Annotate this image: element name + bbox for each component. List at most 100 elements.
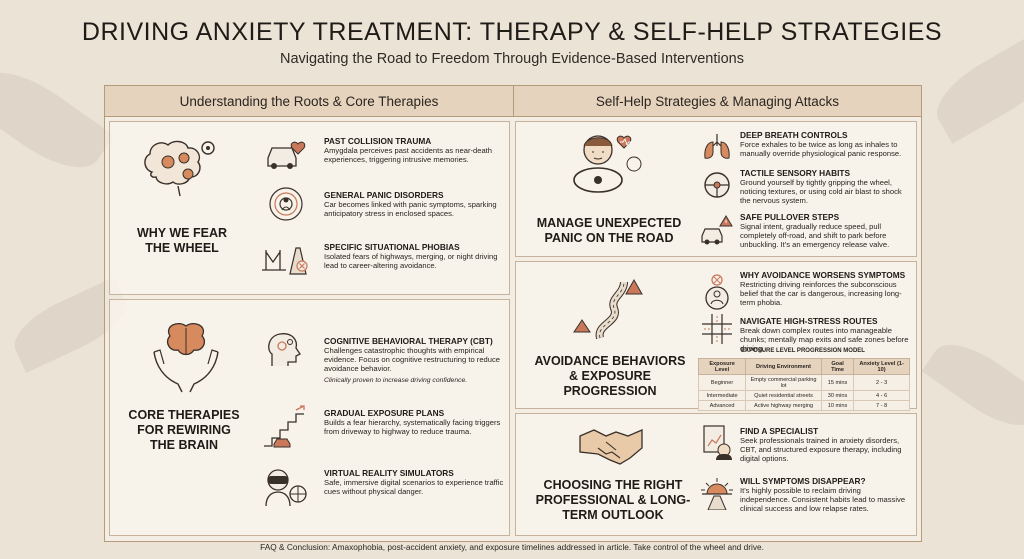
panic-label: MANAGE UNEXPECTED PANIC ON THE ROAD [536, 216, 682, 245]
table-header: Exposure Level [697, 358, 747, 375]
core-item: VIRTUAL REALITY SIMULATORS Safe, immersi… [324, 468, 504, 496]
item-desc: Restricting driving reinforces the subco… [740, 280, 902, 308]
table-cell: Empty commercial parking lot [745, 374, 822, 391]
panic-item: SAFE PULLOVER STEPS Signal intent, gradu… [740, 212, 912, 250]
item-desc: Builds a fear hierarchy, systematically … [324, 418, 501, 437]
specialist-item: FIND A SPECIALIST Seek professionals tra… [740, 426, 912, 464]
page-title: DRIVING ANXIETY TREATMENT: THERAPY & SEL… [81, 18, 943, 46]
item-title: NAVIGATE HIGH-STRESS ROUTES [740, 316, 878, 326]
driver-icon [573, 135, 642, 193]
pullover-car-icon [701, 215, 733, 245]
core-label: CORE THERAPIES FOR REWIRING THE BRAIN [128, 408, 240, 452]
item-desc: Break down complex routes into manageabl… [740, 326, 909, 354]
avoidance-panel: AVOIDANCE BEHAVIORS & EXPOSURE PROGRESSI… [515, 261, 917, 411]
why-label: WHY WE FEAR THE WHEEL [136, 226, 228, 255]
footer-text: FAQ & Conclusion: Amaxophobia, post-acci… [260, 542, 764, 552]
leaf-shadow [921, 330, 1024, 440]
winding-road-icon [573, 278, 643, 340]
core-item: GRADUAL EXPOSURE PLANS Builds a fear hie… [324, 408, 504, 436]
core-item: COGNITIVE BEHAVIORAL THERAPY (CBT) Chall… [324, 336, 504, 385]
sunrise-road-icon [701, 478, 733, 510]
item-title: WILL SYMPTOMS DISAPPEAR? [740, 476, 866, 486]
leaf-shadow [0, 55, 115, 185]
why-item: PAST COLLISION TRAUMA Amygdala perceives… [324, 136, 502, 164]
table-cell: 7 - 8 [853, 400, 910, 411]
page-subtitle: Navigating the Road to Freedom Through E… [279, 51, 744, 67]
steering-wheel-icon [704, 172, 730, 198]
item-title: GENERAL PANIC DISORDERS [324, 190, 444, 200]
item-desc: Seek professionals trained in anxiety di… [740, 436, 902, 464]
item-desc: It's highly possible to reclaim driving … [740, 486, 906, 514]
table-cell: 4 - 6 [853, 390, 910, 401]
item-desc: Amygdala perceives past accidents as nea… [324, 146, 493, 165]
specialist-label: CHOOSING THE RIGHT PROFESSIONAL & LONG-T… [535, 478, 691, 522]
specialist-panel: CHOOSING THE RIGHT PROFESSIONAL & LONG-T… [515, 413, 917, 536]
table-cell: 10 mins [820, 400, 855, 411]
stairs-car-icon [264, 405, 305, 448]
panic-panel: MANAGE UNEXPECTED PANIC ON THE ROAD DEEP… [515, 121, 917, 257]
item-title: DEEP BREATH CONTROLS [740, 130, 848, 140]
handshake-icon [579, 429, 643, 465]
leaf-shadow [924, 31, 1024, 144]
exposure-table: Exposure Level Driving Environment Goal … [697, 358, 910, 411]
intersection-icon [702, 314, 732, 344]
item-title: GRADUAL EXPOSURE PLANS [324, 408, 445, 418]
table-row: Intermediate Quiet residential streets 3… [697, 390, 910, 401]
item-title: VIRTUAL REALITY SIMULATORS [324, 468, 454, 478]
table-cell: 2 - 3 [853, 374, 910, 391]
left-column-heading: Understanding the Roots & Core Therapies [105, 86, 514, 117]
exposure-table-title: EXPOSURE LEVEL PROGRESSION MODEL [741, 348, 865, 354]
table-cell: Quiet residential streets [745, 390, 822, 401]
table-header-row: Exposure Level Driving Environment Goal … [697, 358, 910, 375]
item-desc: Force exhales to be twice as long as inh… [740, 140, 902, 159]
table-header: Anxiety Level (1-10) [853, 358, 910, 375]
right-column-heading: Self-Help Strategies & Managing Attacks [514, 86, 921, 117]
why-item: GENERAL PANIC DISORDERS Car becomes link… [324, 190, 502, 218]
right-column-heading-text: Self-Help Strategies & Managing Attacks [595, 93, 840, 109]
table-header: Goal Time [820, 358, 855, 375]
car-crash-icon [267, 141, 306, 169]
item-desc: Car becomes linked with panic symptoms, … [324, 200, 497, 219]
hands-brain-icon [153, 322, 219, 393]
item-note: Clinically proven to increase driving co… [324, 376, 468, 384]
table-cell: Beginner [697, 374, 747, 391]
vr-headset-icon [265, 469, 307, 507]
avoidance-label: AVOIDANCE BEHAVIORS & EXPOSURE PROGRESSI… [534, 354, 686, 398]
infographic-frame: Understanding the Roots & Core Therapies… [104, 85, 922, 542]
item-title: SPECIFIC SITUATIONAL PHOBIAS [324, 242, 460, 252]
table-cell: Advanced [697, 400, 747, 411]
item-desc: Signal intent, gradually reduce speed, p… [740, 222, 890, 250]
table-cell: 30 mins [820, 390, 855, 401]
item-title: SAFE PULLOVER STEPS [740, 212, 840, 222]
head-gears-icon [268, 333, 301, 366]
specialist-chart-icon [703, 425, 732, 460]
avoidance-item: WHY AVOIDANCE WORSENS SYMPTOMS Restricti… [740, 270, 912, 308]
brain-gears-icon [144, 140, 215, 197]
table-cell: Active highway merging [745, 400, 822, 411]
panic-item: DEEP BREATH CONTROLS Force exhales to be… [740, 130, 912, 158]
table-cell: 15 mins [820, 374, 855, 391]
avoidance-item: NAVIGATE HIGH-STRESS ROUTES Break down c… [740, 316, 912, 354]
item-title: COGNITIVE BEHAVIORAL THERAPY (CBT) [324, 336, 493, 346]
item-title: TACTILE SENSORY HABITS [740, 168, 851, 178]
specialist-item: WILL SYMPTOMS DISAPPEAR? It's highly pos… [740, 476, 912, 514]
left-column-heading-text: Understanding the Roots & Core Therapies [179, 93, 439, 109]
item-desc: Isolated fears of highways, merging, or … [324, 252, 498, 271]
table-row: Beginner Empty commercial parking lot 15… [697, 374, 910, 391]
lungs-icon [704, 134, 730, 159]
why-item: SPECIFIC SITUATIONAL PHOBIAS Isolated fe… [324, 242, 502, 270]
bridge-road-icon [262, 247, 308, 275]
item-desc: Safe, immersive digital scenarios to exp… [324, 478, 504, 497]
table-cell: Intermediate [697, 390, 747, 401]
core-panel: CORE THERAPIES FOR REWIRING THE BRAIN CO… [109, 299, 510, 536]
item-title: FIND A SPECIALIST [740, 426, 819, 436]
panic-item: TACTILE SENSORY HABITS Ground yourself b… [740, 168, 912, 206]
item-desc: Challenges catastrophic thoughts with em… [324, 346, 501, 374]
item-title: WHY AVOIDANCE WORSENS SYMPTOMS [740, 270, 906, 280]
person-blocked-icon [705, 274, 729, 310]
table-header: Driving Environment [745, 358, 822, 375]
table-row: Advanced Active highway merging 10 mins … [697, 400, 910, 411]
item-desc: Ground yourself by tightly gripping the … [740, 178, 902, 206]
why-panel: WHY WE FEAR THE WHEEL PAST COLLISION TRA… [109, 121, 510, 295]
item-title: PAST COLLISION TRAUMA [324, 136, 432, 146]
